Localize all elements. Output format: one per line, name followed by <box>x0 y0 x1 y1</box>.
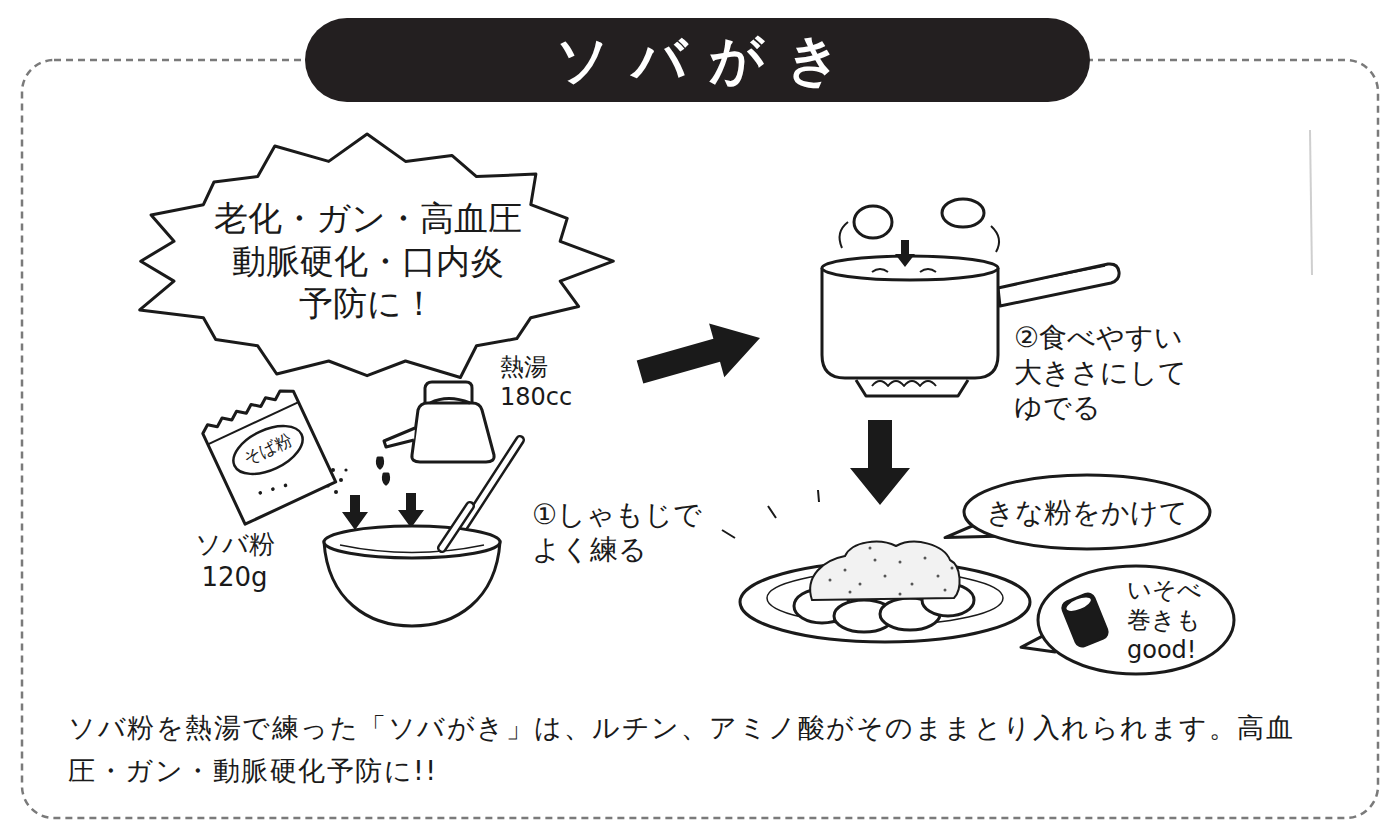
plate-part-part <box>951 567 954 570</box>
cooking-pot-part <box>998 264 1119 306</box>
node-text-group: きな粉をかけて <box>986 495 1188 530</box>
kettle-part <box>425 382 472 404</box>
soba-flour-bag-part <box>200 386 335 524</box>
plate-part-part <box>924 557 927 560</box>
flour-amount: ソバ粉 120g <box>172 528 297 593</box>
mixing-bowl-part <box>340 545 484 553</box>
plate-part-part <box>859 583 862 586</box>
dashed-frame <box>22 60 1378 818</box>
step-note: ②食べやすい 大きさにして ゆでる <box>1014 320 1206 425</box>
kettle-part <box>412 403 494 462</box>
speech-bubble: きな粉をかけて <box>961 472 1213 552</box>
soba-flour-bag-part <box>270 487 275 492</box>
plate-part-part <box>911 583 914 586</box>
flour-dots-part <box>326 484 329 487</box>
node-text: 老化・ガン・高血圧 動脈硬化・口内炎 予防に！ <box>195 197 540 325</box>
mixing-bowl-part <box>324 526 500 558</box>
isobe-roll-icon-part <box>1063 593 1093 615</box>
plate-part-part <box>874 559 877 562</box>
kettle-part <box>430 399 470 404</box>
mixing-bowl-part <box>442 506 470 548</box>
plate-part-part <box>884 575 887 578</box>
node-text: いそべ 巻きも good! <box>1127 575 1207 665</box>
round-bubble: いそべ 巻きも good! <box>1035 563 1237 677</box>
flour-dots-part <box>331 468 335 472</box>
kettle-part <box>377 458 382 468</box>
flour-dots-part <box>344 468 347 471</box>
cooking-pot-part <box>822 268 998 378</box>
plate-part-part <box>937 575 940 578</box>
burst-shape <box>140 134 614 377</box>
isobe-roll-icon-part <box>1060 591 1110 648</box>
kettle-part <box>383 474 388 484</box>
cooking-pot-part <box>942 199 984 227</box>
plate-part <box>810 542 959 600</box>
cooking-pot-part <box>872 269 936 272</box>
water-amount: 熱湯 180cc <box>500 352 595 412</box>
plate-part-part <box>944 589 947 592</box>
cooking-pot-part <box>895 240 915 267</box>
plate-part <box>829 547 954 596</box>
small-arrows-part <box>398 493 424 528</box>
plate-part-part <box>899 561 902 564</box>
soba-flour-bag-part <box>258 490 263 495</box>
caption-text: ソバ粉を熱湯で練った「ソバがき」は、ルチン、アミノ酸がそのままとり入れられます。… <box>68 706 1336 792</box>
label-oval <box>226 416 310 484</box>
plate-part-part <box>849 591 852 594</box>
flour-dots-part <box>339 478 343 482</box>
cooking-pot-part <box>1035 266 1105 280</box>
node-text-group: いそべ 巻きも good! <box>1127 575 1207 665</box>
plate-part-part <box>829 579 832 582</box>
soba-flour-bag <box>200 386 335 524</box>
cooking-pot-part <box>856 380 968 396</box>
plate-part <box>722 490 819 538</box>
plate-part-part <box>844 569 847 572</box>
node-text-group: 老化・ガン・高血圧 動脈硬化・口内炎 予防に！ <box>195 197 540 325</box>
title-text: ソバがき <box>533 24 863 97</box>
flour-dots <box>326 468 347 494</box>
bubble-shape <box>1038 566 1234 674</box>
flour-dots-part <box>334 490 338 494</box>
step-arrow-part <box>637 323 760 383</box>
node-text: きな粉をかけて <box>986 495 1188 530</box>
step-arrow-part <box>850 420 910 505</box>
small-arrows <box>342 493 424 530</box>
mixing-bowl-part <box>442 506 470 548</box>
kettle <box>377 382 494 484</box>
soba-flour-bag-part <box>283 483 288 488</box>
bubble-shape <box>964 475 1210 549</box>
dashed-frame-part <box>22 60 1378 818</box>
small-arrows-part <box>342 495 368 530</box>
burst-callout: 老化・ガン・高血圧 動脈硬化・口内炎 予防に！ <box>117 130 617 392</box>
kettle-part <box>384 428 415 447</box>
cooking-pot-part <box>854 206 892 238</box>
cooking-pot-part <box>872 381 936 386</box>
step-note: ①しゃもじで よく練る <box>532 497 722 567</box>
title-band: ソバがき <box>305 18 1090 102</box>
isobe-roll-icon <box>1060 591 1110 648</box>
plate-part-part <box>899 593 902 596</box>
mixing-bowl <box>324 506 500 626</box>
cooking-pot-part <box>840 222 999 252</box>
plate-part-part <box>869 547 872 550</box>
dashed-frame-part <box>1310 130 1312 275</box>
